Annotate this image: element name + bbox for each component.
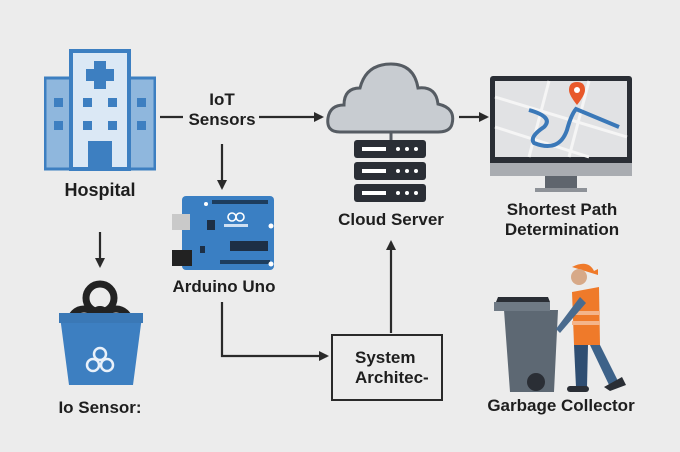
worker-icon (556, 263, 626, 392)
iot-sensors-line1: IoT (209, 90, 235, 109)
monitor-map-icon (490, 76, 632, 192)
server-rack-icon (354, 140, 426, 202)
monitor-line1: Shortest Path (506, 200, 618, 219)
system-line2: Architec- (355, 368, 429, 387)
bin-label: Io Sensor: (58, 398, 142, 417)
iot-sensors-line2: Sensors (188, 110, 256, 129)
arduino-label: Arduino Uno (172, 277, 276, 296)
monitor-label: Shortest Path Determination (488, 200, 636, 240)
iot-sensors-label: IoT Sensors (186, 90, 258, 130)
garbage-collector-icon (494, 263, 626, 392)
monitor-line2: Determination (504, 220, 620, 239)
hospital-icon (44, 49, 156, 171)
system-line1: System (355, 348, 416, 367)
arduino-board-icon (172, 196, 274, 270)
cloud-server-icon (326, 62, 455, 202)
garbage-collector-label: Garbage Collector (487, 396, 635, 415)
arrow-arduino-to-system (220, 302, 329, 361)
cloud-server-label: Cloud Server (338, 210, 444, 229)
system-architecture-box: System Architec- (331, 334, 443, 401)
map-pin-icon (569, 82, 585, 105)
biohazard-bin-icon (59, 280, 143, 385)
trash-bin-icon (494, 297, 558, 392)
system-label: System Architec- (355, 348, 429, 388)
hospital-label: Hospital (64, 180, 136, 200)
